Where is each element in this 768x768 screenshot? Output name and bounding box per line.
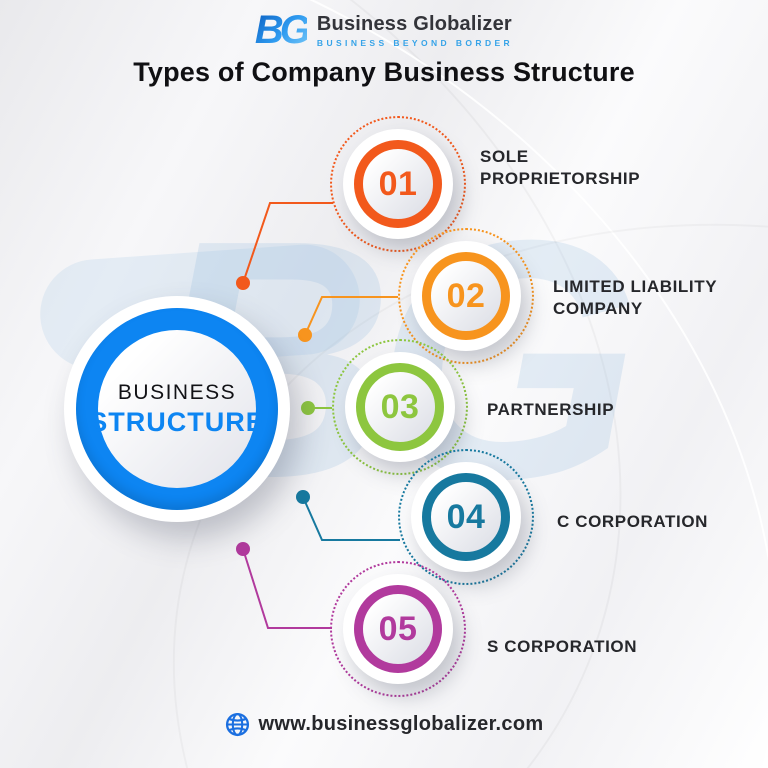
item-label-partnership: PARTNERSHIP — [487, 400, 615, 419]
node-05-dotted-ring — [330, 561, 466, 697]
node-02-ring: 02 — [422, 252, 510, 340]
brand-name: Business Globalizer — [316, 12, 512, 35]
node-02-dotted-ring — [398, 228, 534, 364]
brand-tagline: BUSINESS BEYOND BORDER — [316, 37, 514, 48]
node-03: 03 — [332, 339, 472, 479]
connector-5 — [242, 548, 332, 629]
node-05: 05 — [330, 561, 470, 701]
node-05-ring: 05 — [354, 585, 442, 673]
node-04-dotted-ring — [398, 449, 534, 585]
center-title-line2: STRUCTURE — [89, 406, 265, 437]
item-label-limited-liability-company: LIMITED LIABILITY COMPANY — [553, 277, 717, 319]
page-title: Types of Company Business Structure — [133, 57, 635, 87]
item-label-s-corporation: S CORPORATION — [487, 637, 638, 656]
node-03-dotted-ring — [332, 339, 468, 475]
node-02: 02 — [398, 228, 538, 368]
connector-1 — [242, 202, 333, 284]
connector-1-dot — [236, 276, 250, 290]
node-04-ring: 04 — [422, 473, 510, 561]
brand-logo: BG Business Globalizer BUSINESS BEYOND B… — [0, 10, 768, 50]
node-03-number: 03 — [380, 387, 420, 426]
node-05-number: 05 — [378, 609, 418, 648]
footer: www.businessglobalizer.com — [0, 712, 768, 737]
connector-3-dot — [301, 401, 315, 415]
item-label-c-corporation: C CORPORATION — [557, 512, 709, 531]
center-circle: BUSINESS STRUCTURE — [64, 296, 290, 522]
center-circle-inner: BUSINESS STRUCTURE — [89, 330, 264, 488]
brand-monogram-icon: BG — [254, 8, 311, 52]
node-04-number: 04 — [446, 497, 486, 536]
node-01-dotted-ring — [330, 116, 466, 252]
connector-4 — [302, 496, 400, 541]
item-label-sole-proprietorship: SOLE PROPRIETORSHIP — [480, 147, 641, 189]
connector-2 — [304, 296, 398, 336]
node-03-ring: 03 — [356, 363, 444, 451]
footer-url: www.businessglobalizer.com — [258, 713, 544, 735]
node-02-number: 02 — [446, 276, 486, 315]
node-01: 01 — [330, 116, 470, 256]
globe-icon — [225, 712, 249, 737]
node-01-number: 01 — [378, 164, 418, 203]
connector-5-dot — [236, 542, 250, 556]
node-04: 04 — [398, 449, 538, 589]
connector-4-dot — [296, 490, 310, 504]
connector-2-dot — [298, 328, 312, 342]
node-01-ring: 01 — [354, 140, 442, 228]
center-title-line1: BUSINESS — [117, 380, 237, 404]
